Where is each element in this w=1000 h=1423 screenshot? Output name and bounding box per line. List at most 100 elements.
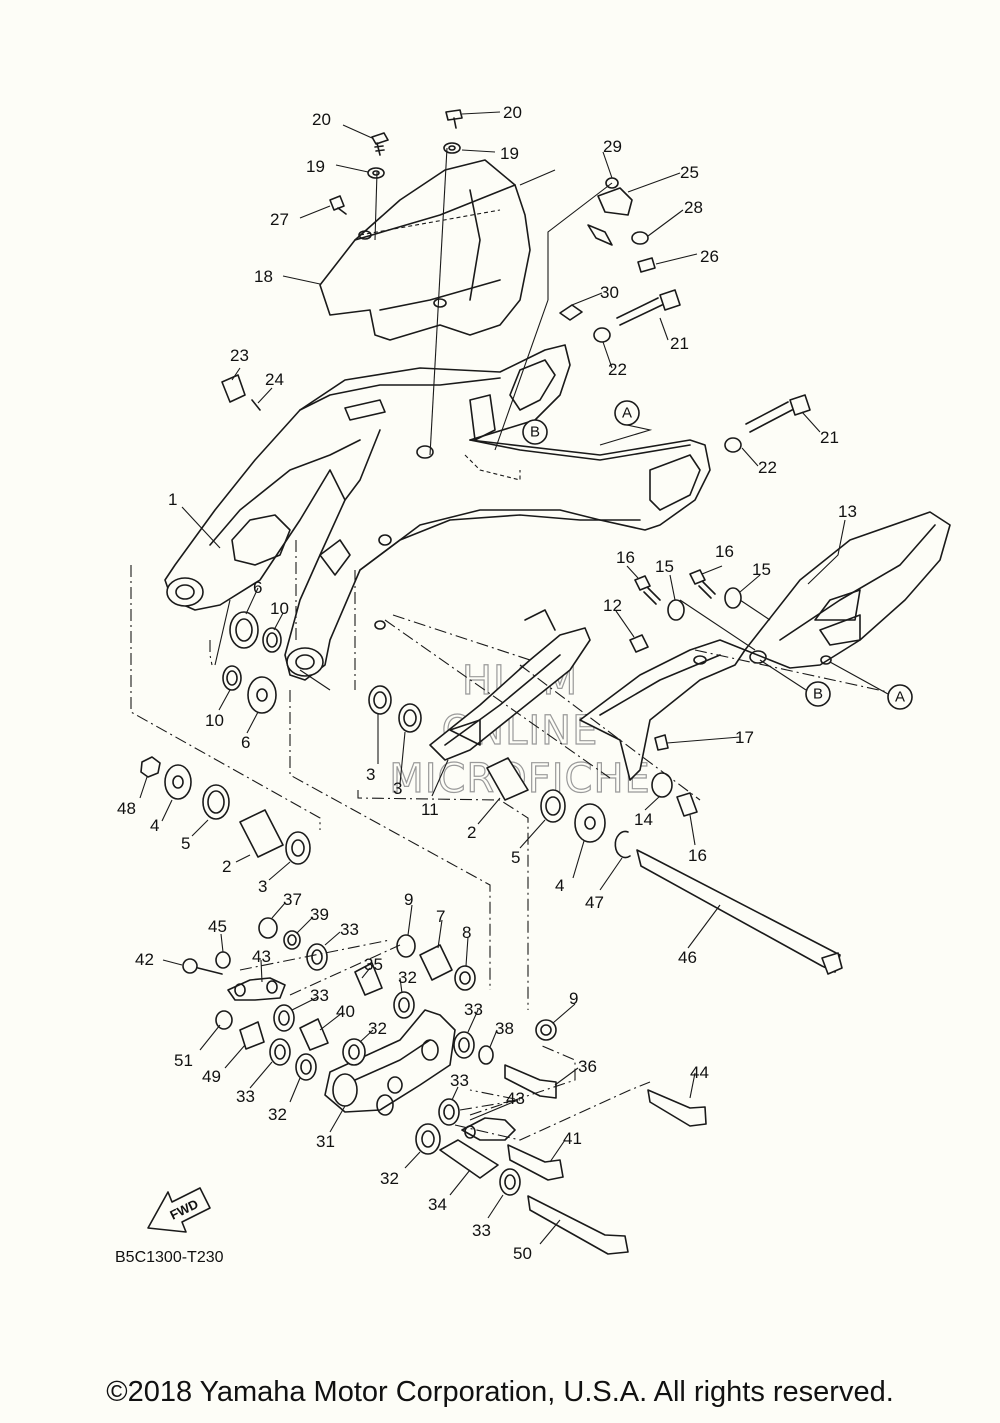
callout-9: 9 [404,890,413,909]
callout-4: 4 [150,816,159,835]
upper-hardware [221,109,811,453]
callout-3: 3 [366,765,375,784]
ref-b-top: B [530,424,540,441]
callout-9: 9 [569,989,578,1008]
callout-3: 3 [258,877,267,896]
callout-26: 26 [700,247,719,266]
callout-1: 1 [168,490,177,509]
callout-43: 43 [506,1089,525,1108]
diagram-code: B5C1300-T230 [115,1249,224,1266]
callout-19: 19 [500,144,519,163]
callout-3: 3 [393,779,402,798]
fwd-arrow-icon [147,1187,211,1233]
callout-50: 50 [513,1244,532,1263]
callout-27: 27 [270,210,289,229]
callout-33: 33 [236,1087,255,1106]
callout-32: 32 [368,1019,387,1038]
callout-37: 37 [283,890,302,909]
ref-a-top: A [622,405,632,422]
callout-41: 41 [563,1129,582,1148]
chain-slider [429,609,591,761]
callout-5: 5 [511,848,520,867]
callout-34: 34 [428,1195,447,1214]
callout-16: 16 [616,548,635,567]
callout-4: 4 [555,876,564,895]
callout-21: 21 [670,334,689,353]
callout-42: 42 [135,950,154,969]
callout-14: 14 [634,810,653,829]
callout-25: 25 [680,163,699,182]
callout-15: 15 [655,557,674,576]
callout-22: 22 [608,360,627,379]
callout-38: 38 [495,1019,514,1038]
callout-13: 13 [838,502,857,521]
callout-17: 17 [735,728,754,747]
chain-case-bolts [629,569,742,751]
callout-40: 40 [336,1002,355,1021]
callout-48: 48 [117,799,136,818]
callout-8: 8 [462,923,471,942]
callout-47: 47 [585,893,604,912]
ref-a-side: A [895,689,905,706]
callout-20: 20 [503,103,522,122]
chain-guard-top [319,159,531,341]
callout-16: 16 [715,542,734,561]
callout-6: 6 [241,733,250,752]
right-pivot-parts [368,685,843,975]
callout-33: 33 [472,1221,491,1240]
callout-22: 22 [758,458,777,477]
callout-21: 21 [820,428,839,447]
callout-leaders [139,111,846,1245]
callout-6: 6 [253,578,262,597]
ref-circle-a-side [887,684,913,710]
callout-7: 7 [436,907,445,926]
callout-43: 43 [252,947,271,966]
ref-b-side: B [813,686,823,703]
callout-18: 18 [254,267,273,286]
chain-guard-side [744,511,951,669]
callout-24: 24 [265,370,284,389]
callout-36: 36 [578,1057,597,1076]
callout-33: 33 [464,1000,483,1019]
callout-45: 45 [208,917,227,936]
callout-32: 32 [398,968,417,987]
swingarm [164,344,711,681]
callout-19: 19 [306,157,325,176]
callout-5: 5 [181,834,190,853]
callout-35: 35 [364,955,383,974]
callout-10: 10 [270,599,289,618]
linkage-assembly [182,917,707,1255]
callout-29: 29 [603,137,622,156]
callout-23: 23 [230,346,249,365]
ref-circle-b-side [805,681,831,707]
callout-20: 20 [312,110,331,129]
callout-39: 39 [310,905,329,924]
callout-16: 16 [688,846,707,865]
callout-33: 33 [340,920,359,939]
callout-31: 31 [316,1132,335,1151]
callout-10: 10 [205,711,224,730]
callout-49: 49 [202,1067,221,1086]
left-pivot-parts [140,611,311,865]
callout-12: 12 [603,596,622,615]
callout-15: 15 [752,560,771,579]
centerlines [130,147,889,1141]
reference-markers: A B B A [522,400,913,710]
callout-32: 32 [268,1105,287,1124]
callout-33: 33 [450,1071,469,1090]
callout-51: 51 [174,1051,193,1070]
pivot-boss-left [166,577,204,607]
callout-33: 33 [310,986,329,1005]
callout-46: 46 [678,948,697,967]
callout-30: 30 [600,283,619,302]
pivot-boss-right [286,647,324,677]
chain-case-lower [579,639,746,781]
callout-32: 32 [380,1169,399,1188]
fwd-arrow: FWD [147,1187,211,1233]
callout-11: 11 [421,800,439,819]
callout-2: 2 [222,857,231,876]
callout-numbers: 20 20 19 19 27 18 29 25 28 26 30 21 22 2… [117,103,857,1263]
ref-circle-b-top [522,419,548,445]
copyright-notice: ©2018 Yamaha Motor Corporation, U.S.A. A… [106,1376,894,1408]
